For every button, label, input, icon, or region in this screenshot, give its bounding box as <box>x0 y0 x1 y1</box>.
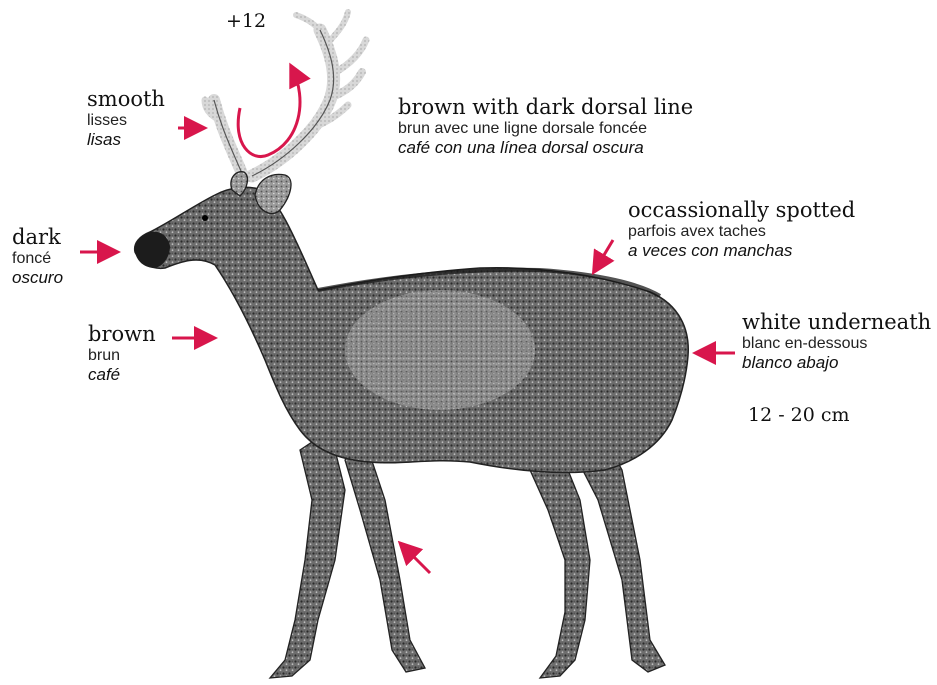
spots-es: a veces con manchas <box>628 241 855 261</box>
tail-en: white underneath <box>742 310 931 335</box>
spots-arrow <box>595 240 613 270</box>
antler-points-text: +12 <box>226 10 266 32</box>
spots-en: occassionally spotted <box>628 198 855 223</box>
back-es: café con una línea dorsal oscura <box>398 138 693 158</box>
back-fr: brun avec une ligne dorsale foncée <box>398 120 693 139</box>
spots-fr: parfois avex taches <box>628 223 855 242</box>
back-en: brown with dark dorsal line <box>398 95 693 120</box>
tail-annotation: white underneath blanc en-dessous blanco… <box>742 310 931 373</box>
antlers-annotation: smooth lisses lisas <box>87 87 165 150</box>
muzzle-en: dark <box>12 225 63 250</box>
tail-es: blanco abajo <box>742 353 931 373</box>
tail-length-label: 12 - 20 cm <box>748 404 850 427</box>
neck-es: café <box>88 365 156 385</box>
spots-annotation: occassionally spotted parfois avex tache… <box>628 198 855 261</box>
antlers-es: lisas <box>87 130 165 150</box>
antlers-fr: lisses <box>87 112 165 131</box>
tail-fr: blanc en-dessous <box>742 335 931 354</box>
antler-points-curved-arrow <box>238 68 300 157</box>
back-annotation: brown with dark dorsal line brun avec un… <box>398 95 693 158</box>
neck-fr: brun <box>88 347 156 366</box>
neck-en: brown <box>88 322 156 347</box>
leg-arrow <box>402 545 430 573</box>
muzzle-annotation: dark foncé oscuro <box>12 225 63 288</box>
neck-annotation: brown brun café <box>88 322 156 385</box>
tail-length-text: 12 - 20 cm <box>748 404 850 426</box>
muzzle-fr: foncé <box>12 250 63 269</box>
muzzle-es: oscuro <box>12 268 63 288</box>
antler-points-label: +12 <box>226 10 266 33</box>
antlers-en: smooth <box>87 87 165 112</box>
